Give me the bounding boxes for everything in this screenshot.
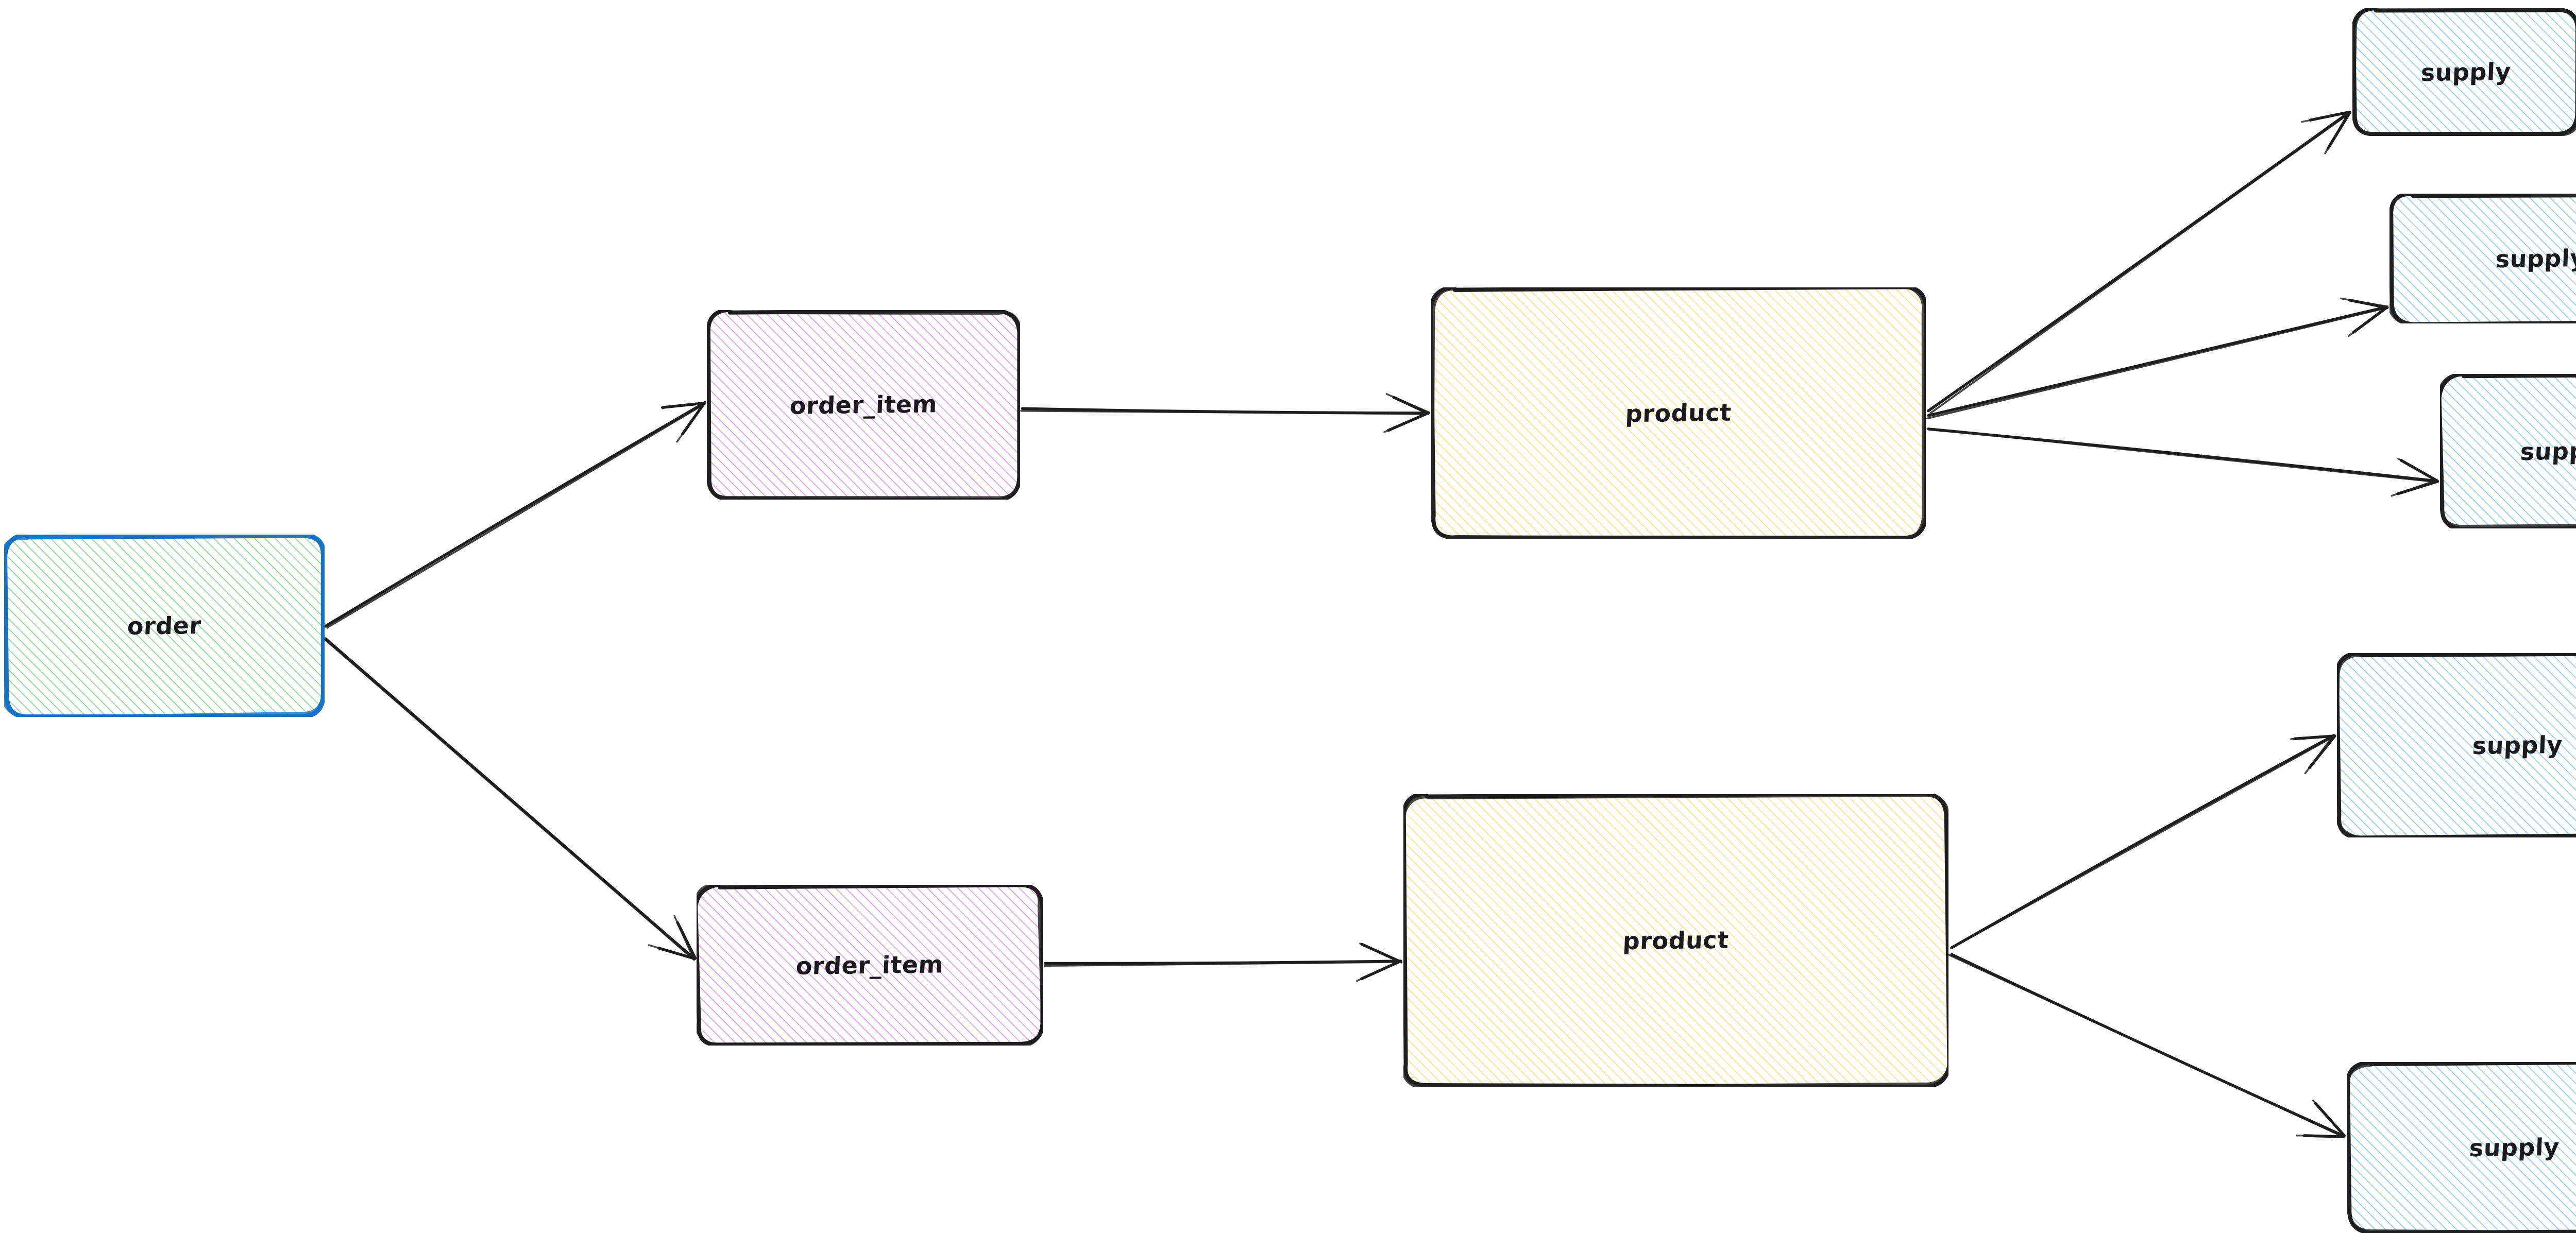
node-order_item[interactable]: order_item xyxy=(697,885,1043,1046)
node-product[interactable]: product xyxy=(1431,287,1926,539)
edge-order_item_1-to-product_1 xyxy=(1020,393,1430,433)
node-order_item[interactable]: order_item xyxy=(707,310,1020,500)
node-label: order xyxy=(127,611,202,640)
node-supply[interactable]: supply xyxy=(2337,653,2576,837)
node-label: product xyxy=(1622,926,1730,955)
node-order[interactable]: order xyxy=(4,535,325,717)
node-label: supply xyxy=(2420,57,2512,87)
edge-order_item_2-to-product_2 xyxy=(1043,943,1403,982)
node-supply[interactable]: supply xyxy=(2440,374,2576,528)
node-label: order_item xyxy=(789,390,938,420)
node-supply[interactable]: supply xyxy=(2352,8,2576,136)
node-supply[interactable]: supply xyxy=(2347,1062,2576,1233)
node-supply[interactable]: supply xyxy=(2389,194,2576,323)
node-product[interactable]: product xyxy=(1403,794,1948,1087)
node-label: order_item xyxy=(795,950,944,980)
edge-order-to-order_item_2 xyxy=(324,637,697,961)
node-label: supply xyxy=(2519,436,2576,466)
edge-product_2-to-supply_4 xyxy=(1950,734,2336,949)
node-label: supply xyxy=(2471,730,2563,760)
node-label: supply xyxy=(2468,1133,2560,1162)
edge-product_1-to-supply_1 xyxy=(1927,110,2351,414)
edge-product_1-to-supply_2 xyxy=(1926,297,2389,420)
edge-product_2-to-supply_5 xyxy=(1947,953,2346,1138)
edge-product_1-to-supply_3 xyxy=(1926,427,2439,497)
node-label: supply xyxy=(2495,244,2576,273)
edge-order-to-order_item_1 xyxy=(324,401,706,629)
node-label: product xyxy=(1625,398,1732,428)
